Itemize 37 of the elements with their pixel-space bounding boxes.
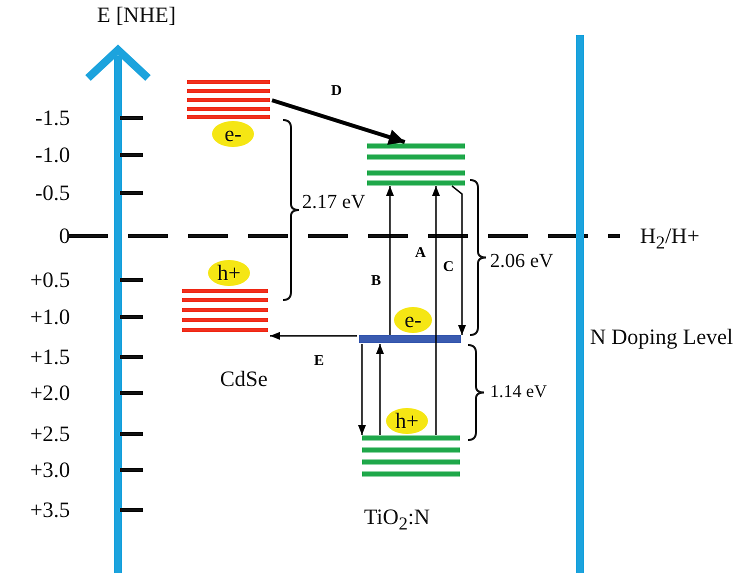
tick-label: -1.0 (35, 144, 70, 166)
charge-label: e- (224, 121, 242, 147)
arrow (386, 186, 394, 335)
tick-label: +2.0 (30, 382, 70, 404)
energy-band (185, 78, 272, 120)
tick-label: +3.0 (30, 459, 70, 481)
arrow (271, 98, 406, 145)
tick-label: -0.5 (35, 182, 70, 204)
tick-label: +1.5 (30, 346, 70, 368)
arrow (358, 344, 366, 435)
energy-gap-label: 2.06 eV (490, 251, 554, 271)
tick-label: +3.5 (30, 499, 70, 521)
charge-ellipse (208, 260, 250, 286)
arrow (452, 185, 466, 335)
energy-band (357, 335, 463, 344)
charge-label: h+ (395, 408, 419, 434)
material-label: CdSe (220, 368, 268, 390)
axis-title: E [NHE] (97, 4, 176, 26)
redox-couple-label: H$_{2}$/H+ (640, 225, 700, 252)
tick-label: +2.5 (30, 423, 70, 445)
charge-ellipse (212, 121, 254, 147)
level-label: N Doping Level (590, 326, 733, 348)
arrow (376, 344, 384, 435)
tick-label: +1.0 (30, 306, 70, 328)
tick-label: +0.5 (30, 269, 70, 291)
arrow (432, 186, 440, 435)
material-label: TiO$_{2}$:N (364, 506, 430, 533)
energy-gap-label: 2.17 eV (302, 192, 366, 212)
charge-ellipse (386, 408, 428, 434)
tick-label: -1.5 (35, 107, 70, 129)
energy-band (365, 142, 467, 186)
charge-label: h+ (217, 260, 241, 286)
arrow (270, 332, 357, 340)
energy-band (360, 435, 462, 477)
energy-gap-label: 1.14 eV (490, 382, 547, 400)
charge-ellipse (394, 307, 432, 333)
charge-label: e- (404, 307, 422, 333)
